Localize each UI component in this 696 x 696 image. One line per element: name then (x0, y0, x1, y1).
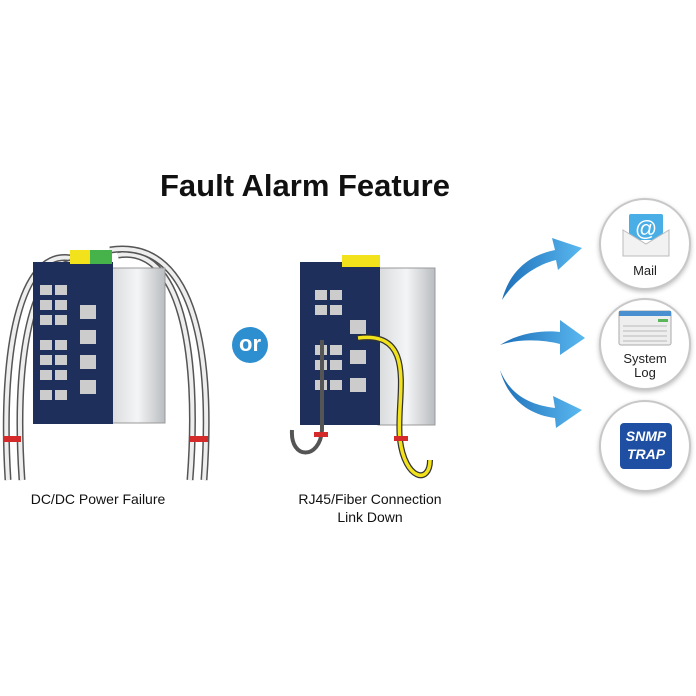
or-badge: or (232, 327, 268, 363)
caption-line-1: RJ45/Fiber Connection (298, 491, 442, 507)
diagram-title: Fault Alarm Feature (160, 168, 450, 203)
caption-power-failure: DC/DC Power Failure (30, 491, 166, 507)
system-log-label-line-2: Log (634, 365, 656, 380)
mail-badge: @ Mail (599, 198, 691, 290)
mail-label: Mail (633, 263, 657, 278)
mail-icon: @ (622, 214, 670, 257)
arrow-to-system-log (500, 320, 585, 355)
caption-line-2: Link Down (337, 509, 403, 525)
switch-link-down (289, 255, 436, 479)
svg-text:@: @ (635, 216, 657, 241)
arrow-to-snmp-trap (500, 370, 582, 428)
trap-label: TRAP (626, 446, 666, 462)
snmp-trap-badge: SNMP TRAP (599, 400, 691, 492)
system-log-label-line-1: System (623, 351, 667, 366)
caption-link-down: RJ45/Fiber Connection Link Down (270, 490, 470, 526)
snmp-label: SNMP (625, 428, 667, 444)
arrow-to-mail (502, 238, 582, 300)
snmp-trap-icon: SNMP TRAP (620, 423, 672, 469)
switch-power-failure (2, 245, 210, 481)
system-log-label: System Log (601, 352, 689, 380)
system-log-badge: System Log (599, 298, 691, 390)
system-log-icon (618, 310, 672, 346)
